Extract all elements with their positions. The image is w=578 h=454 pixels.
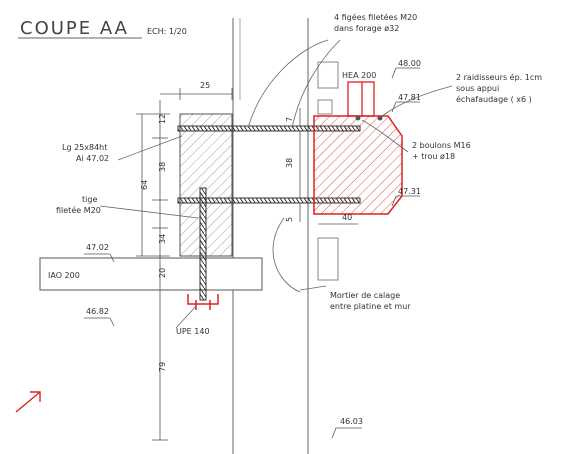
- wall: [232, 18, 309, 454]
- drawing-title: COUPE AA: [20, 18, 129, 39]
- dim-20: 20: [158, 268, 167, 278]
- upe-bracket: [187, 294, 219, 310]
- dim-38-left: 38: [158, 162, 167, 172]
- level-4702: 47.02: [86, 243, 109, 252]
- dim-7: 7: [285, 117, 294, 122]
- level-4603: 46.03: [340, 417, 363, 426]
- figees-line2: dans forage ø32: [334, 24, 399, 33]
- dim-lines-left: [136, 88, 233, 441]
- boulons-line1: 2 boulons M16: [412, 141, 471, 150]
- lg-line2: Ai 47.02: [76, 154, 109, 163]
- hea-top: [347, 81, 375, 117]
- level-4682: 46.82: [86, 307, 109, 316]
- figees-line1: 4 figées filetées M20: [334, 12, 417, 22]
- mortier-line2: entre platine et mur: [330, 302, 411, 311]
- wall-openings: [317, 61, 339, 281]
- dim-38-right: 38: [285, 158, 294, 168]
- level-4800: 48.00: [398, 59, 421, 68]
- hea-label: HEA 200: [342, 71, 376, 80]
- dim-25: 25: [200, 81, 210, 90]
- upe-label: UPE 140: [176, 327, 210, 336]
- iao-beam: [39, 257, 263, 291]
- level-4731: 47.31: [398, 187, 421, 196]
- dim-64: 64: [140, 180, 149, 190]
- dim-40: 40: [342, 213, 352, 222]
- level-4781: 47.81: [398, 93, 421, 102]
- drawing-scale: ECH: 1/20: [147, 27, 187, 36]
- level-markers: [84, 67, 420, 439]
- raid-line2: sous appui: [456, 84, 499, 93]
- dim-34: 34: [158, 234, 167, 244]
- boulons-line2: + trou ø18: [412, 152, 455, 161]
- tige-line2: filetée M20: [56, 205, 101, 215]
- leader-lines: [99, 39, 453, 329]
- threaded-rod: [199, 187, 207, 301]
- raid-line1: 2 raidisseurs ép. 1cm: [456, 72, 542, 82]
- tige-line1: tige: [82, 195, 97, 204]
- iao-label: IAO 200: [48, 271, 80, 280]
- hea-plate: [313, 115, 403, 215]
- lg-line1: Lg 25x84ht: [62, 143, 107, 152]
- dim-5: 5: [285, 217, 294, 222]
- dim-12: 12: [158, 114, 167, 124]
- dim-lines-right: [299, 108, 358, 225]
- mortier-line1: Mortier de calage: [330, 291, 400, 300]
- red-arrow-icon: [15, 391, 41, 413]
- raid-line3: échafaudage ( x6 ): [456, 94, 532, 104]
- dim-79: 79: [158, 362, 167, 372]
- bolts: [355, 115, 383, 121]
